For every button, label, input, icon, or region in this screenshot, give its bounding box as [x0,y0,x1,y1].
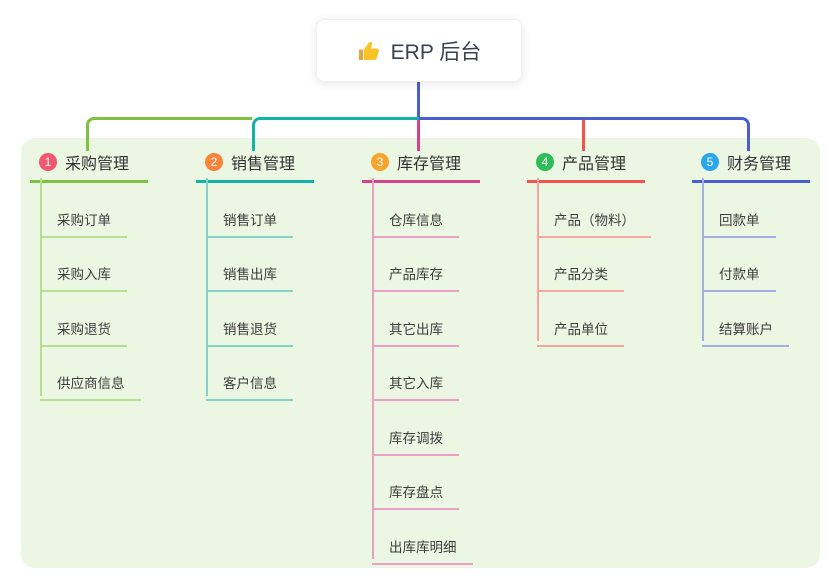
branch-number-badge: 3 [371,153,389,171]
tree-node[interactable]: 仓库信息 [372,183,494,238]
root-connector-line [417,81,420,120]
tree-node[interactable]: 产品单位 [537,292,659,347]
tree-node[interactable]: 其它入库 [372,347,494,401]
branch-label: 财务管理 [727,156,792,173]
canvas-panel [21,138,820,568]
tree-node[interactable]: 供应商信息 [40,347,162,401]
branch-label: 产品管理 [562,156,627,173]
branch-number-badge: 4 [536,153,554,171]
tree-node[interactable]: 采购退货 [40,292,162,347]
tree-node[interactable]: 销售退货 [206,292,328,347]
branch-sales-header[interactable]: 2 销售管理 [196,148,314,183]
tree-node[interactable]: 回款单 [702,183,824,238]
branch-finance: 5 财务管理 回款单 付款单 结算账户 [692,148,824,347]
branch5-connector-line [419,117,750,151]
root-node[interactable]: ERP 后台 [316,19,522,82]
branch-number-badge: 2 [205,153,223,171]
tree-node[interactable]: 出库库明细 [372,510,494,565]
branch-label: 采购管理 [65,156,130,173]
branch-product-header[interactable]: 4 产品管理 [527,148,645,183]
branch-tree-line [40,178,42,396]
branch-finance-header[interactable]: 5 财务管理 [692,148,810,183]
branch-tree-line [537,178,539,341]
branch-inventory-header[interactable]: 3 库存管理 [362,148,480,183]
branch4-connector-line [582,120,585,151]
branch-product: 4 产品管理 产品（物料） 产品分类 产品单位 [527,148,659,347]
tree-node[interactable]: 产品库存 [372,238,494,292]
branch2-connector-line [252,117,419,151]
branch-purchase-header[interactable]: 1 采购管理 [30,148,148,183]
tree-node[interactable]: 采购订单 [40,183,162,238]
branch-number-badge: 5 [701,153,719,171]
branch-tree-line [372,178,374,559]
tree-node[interactable]: 库存调拨 [372,401,494,456]
root-node-label: ERP 后台 [390,40,482,64]
tree-node[interactable]: 采购入库 [40,238,162,292]
branch-inventory: 3 库存管理 仓库信息 产品库存 其它出库 其它入库 库存调拨 库存盘点 出库库… [362,148,494,565]
branch-sales: 2 销售管理 销售订单 销售出库 销售退货 客户信息 [196,148,328,401]
tree-node[interactable]: 产品分类 [537,238,659,292]
tree-node[interactable]: 销售出库 [206,238,328,292]
branch-label: 销售管理 [231,156,296,173]
branch-number-badge: 1 [39,153,57,171]
tree-node[interactable]: 结算账户 [702,292,824,347]
branch-purchase: 1 采购管理 采购订单 采购入库 采购退货 供应商信息 [30,148,162,401]
branch-tree-line [702,178,704,341]
branch3-connector-line [417,120,420,151]
branch-tree-line [206,178,208,396]
tree-node[interactable]: 产品（物料） [537,183,659,238]
tree-node[interactable]: 库存盘点 [372,456,494,510]
branch-label: 库存管理 [397,156,462,173]
tree-node[interactable]: 销售订单 [206,183,328,238]
tree-node[interactable]: 客户信息 [206,347,328,401]
tree-node[interactable]: 其它出库 [372,292,494,347]
thumbs-up-icon [358,41,379,60]
tree-node[interactable]: 付款单 [702,238,824,292]
branch1-connector-line [86,117,252,151]
